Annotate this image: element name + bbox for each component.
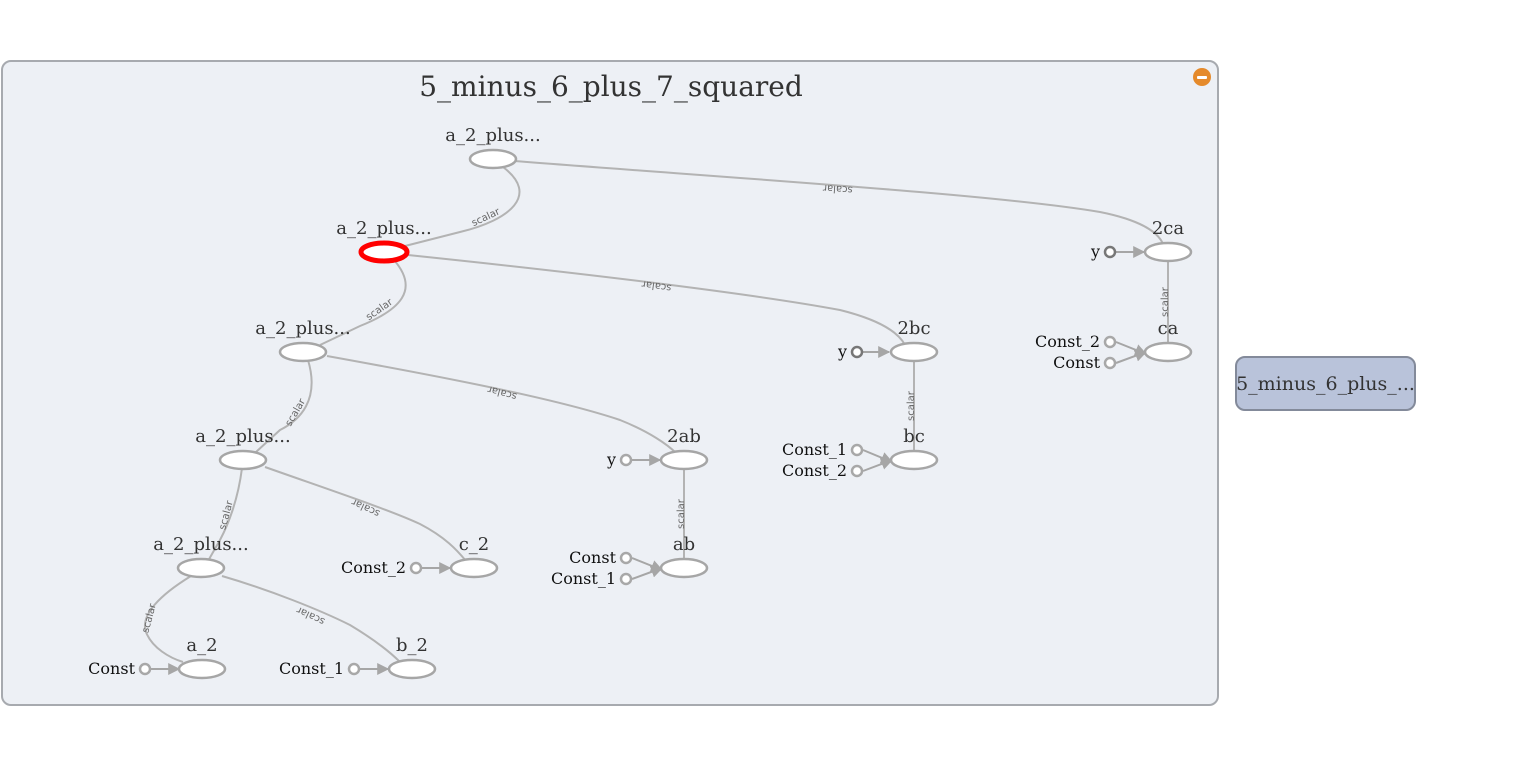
input-node-dot[interactable]: [850, 464, 864, 478]
node-ellipse[interactable]: [218, 449, 268, 471]
edge-label: scalar: [640, 278, 672, 293]
input-node-label: y: [1090, 242, 1100, 261]
node-label: a_2: [186, 635, 217, 656]
graph-title: 5_minus_6_plus_7_squared: [419, 70, 803, 103]
node-ellipse[interactable]: [659, 557, 709, 579]
input-edge: [631, 566, 664, 580]
input-node-label: y: [606, 450, 616, 469]
node-ellipse[interactable]: [1143, 341, 1193, 363]
edge-label: scalar: [676, 498, 687, 529]
graph-node-n_ab[interactable]: ab: [659, 534, 709, 579]
graph-edge-n_top-n_2ca: [513, 160, 1164, 245]
input-edge: [862, 449, 894, 464]
input-node-dot[interactable]: [850, 345, 864, 359]
node-ellipse[interactable]: [889, 449, 939, 471]
graph-node-n_mid[interactable]: a_2_plus...: [255, 318, 351, 363]
edge-label: scalar: [349, 496, 382, 519]
graph-node-n_b2[interactable]: b_2: [387, 635, 437, 680]
edge-label: scalar: [470, 206, 503, 229]
node-ellipse[interactable]: [278, 341, 328, 363]
edge-label: scalar: [486, 383, 519, 402]
edge-label: scalar: [1160, 286, 1171, 317]
node-ellipse[interactable]: [889, 341, 939, 363]
graph-node-n_2bc[interactable]: 2bc: [889, 318, 939, 363]
graph-edge-n_low-n_bot: [207, 467, 243, 562]
node-ellipse[interactable]: [468, 148, 518, 170]
graph-node-n_bot[interactable]: a_2_plus...: [153, 534, 249, 579]
graph-node-n_sel[interactable]: a_2_plus...: [336, 218, 432, 264]
node-label: bc: [903, 426, 925, 447]
node-label: a_2_plus...: [445, 125, 540, 146]
node-ellipse[interactable]: [449, 557, 499, 579]
node-ellipse[interactable]: [177, 658, 227, 680]
node-label: 2ab: [667, 426, 701, 447]
node-ellipse[interactable]: [176, 557, 226, 579]
input-node-label: y: [837, 342, 847, 361]
input-node-dot[interactable]: [619, 572, 633, 586]
input-edge: [862, 458, 894, 472]
node-label: b_2: [396, 635, 428, 656]
graph-node-n_ca[interactable]: ca: [1143, 318, 1193, 363]
input-node-label: Const_2: [341, 558, 406, 577]
graph-node-n_2ca[interactable]: 2ca: [1143, 218, 1193, 263]
input-node-dot[interactable]: [1103, 356, 1117, 370]
input-node-label: Const: [569, 548, 616, 567]
input-node-label: Const_2: [1035, 332, 1100, 351]
input-node-dot[interactable]: [619, 453, 633, 467]
input-node-label: Const_1: [782, 440, 847, 459]
input-edge: [1115, 350, 1148, 364]
input-node-label: Const: [1053, 353, 1100, 372]
node-label: a_2_plus...: [255, 318, 350, 339]
graph-edge-n_sel-n_2bc: [407, 254, 906, 346]
edge-label: scalar: [284, 396, 309, 428]
node-label: 2bc: [897, 318, 930, 339]
graph-edge-n_low-n_c2: [264, 466, 467, 562]
graph-edge-n_mid-n_2ab: [326, 355, 677, 454]
graph-node-n_c2[interactable]: c_2: [449, 534, 499, 579]
node-ellipse[interactable]: [387, 658, 437, 680]
input-edge: [1115, 341, 1148, 356]
graph-edge-n_top-n_sel: [404, 166, 521, 247]
input-node-dot[interactable]: [409, 561, 423, 575]
input-node-dot[interactable]: [850, 443, 864, 457]
graph-node-n_low[interactable]: a_2_plus...: [195, 426, 291, 471]
node-ellipse[interactable]: [659, 449, 709, 471]
input-node-label: Const_1: [279, 659, 344, 678]
selected-node-ellipse[interactable]: [358, 240, 410, 264]
collapse-group-icon[interactable]: [1193, 68, 1211, 86]
input-edge: [631, 557, 664, 572]
node-label: ca: [1158, 318, 1179, 339]
edge-label: scalar: [217, 499, 236, 532]
graph-node-n_a2[interactable]: a_2: [177, 635, 227, 680]
input-node-dot[interactable]: [1103, 335, 1117, 349]
node-ellipse[interactable]: [1143, 241, 1193, 263]
collapsed-graph-node[interactable]: 5_minus_6_plus_...: [1235, 356, 1416, 411]
input-node-label: Const: [88, 659, 135, 678]
edge-label: scalar: [906, 390, 917, 421]
edge-label: scalar: [822, 182, 853, 195]
graph-edge-n_sel-n_mid: [319, 259, 407, 346]
graph-node-n_2ab[interactable]: 2ab: [659, 426, 709, 471]
input-node-dot[interactable]: [347, 662, 361, 676]
node-label: a_2_plus...: [336, 218, 431, 239]
graph-node-n_bc[interactable]: bc: [889, 426, 939, 471]
node-label: c_2: [459, 534, 490, 555]
node-label: 2ca: [1152, 218, 1185, 239]
graph-edge-n_mid-n_low: [255, 359, 313, 453]
node-label: a_2_plus...: [153, 534, 248, 555]
graph-edge-n_bot-n_b2: [221, 575, 401, 663]
graph-node-n_top[interactable]: a_2_plus...: [445, 125, 541, 170]
graph-edge-n_bot-n_a2: [143, 575, 192, 663]
input-node-dot[interactable]: [1103, 245, 1117, 259]
input-node-dot[interactable]: [619, 551, 633, 565]
node-label: a_2_plus...: [195, 426, 290, 447]
input-node-label: Const_1: [551, 569, 616, 588]
input-node-label: Const_2: [782, 461, 847, 480]
input-node-dot[interactable]: [138, 662, 152, 676]
node-label: ab: [673, 534, 695, 555]
edge-label: scalar: [140, 602, 159, 635]
